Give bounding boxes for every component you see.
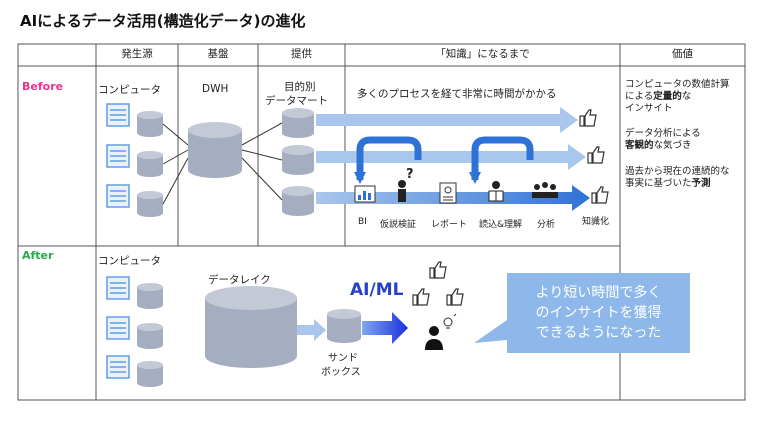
computer-icon (106, 184, 130, 208)
header-platform: 基盤 (207, 48, 229, 60)
reading-person-icon (488, 181, 504, 202)
step-label: レポート (431, 220, 468, 230)
idea-bulb-icon (443, 313, 457, 329)
step-label: 知識化 (582, 217, 610, 227)
header-source: 発生源 (121, 48, 153, 60)
value-block-prediction: 過去から現在の連続的な 事実に基づいた予測 (625, 166, 730, 190)
row-label-before: Before (22, 80, 64, 93)
insight-person-icon (425, 326, 443, 350)
sandbox-label-line1: サンド (328, 353, 358, 364)
value-line: 事実に基づいた予測 (625, 178, 711, 189)
value-block-objective: データ分析による 客観的な気づき (625, 128, 701, 152)
value-line: 客観的な気づき (625, 140, 692, 151)
callout-line: より短い時間で多く (535, 285, 662, 301)
dwh-cylinder (188, 122, 242, 178)
report-icon (439, 182, 457, 204)
dwh-label: DWH (202, 83, 229, 95)
aiml-label: AI/ML (350, 280, 404, 300)
mart-cylinder (282, 145, 314, 175)
bi-chart-icon (354, 185, 376, 203)
page-title: AIによるデータ活用(構造化データ)の進化 (20, 12, 306, 30)
flow-arrow (316, 107, 578, 133)
computer-icon (106, 144, 130, 168)
value-line: コンピュータの数値計算 (625, 79, 730, 90)
meeting-icon (532, 182, 558, 198)
thumbs-up-icon (587, 146, 605, 164)
callout-line: のインサイトを獲得 (535, 305, 662, 321)
mart-label-line2: データマート (265, 95, 328, 107)
source-cylinder (137, 111, 163, 137)
header-provide: 提供 (291, 48, 312, 60)
callout-tail (474, 320, 507, 343)
value-line: による定量的な (625, 91, 692, 102)
loop-arrow (356, 136, 422, 180)
process-note: 多くのプロセスを経て非常に時間がかかる (357, 88, 557, 100)
row-label-after: After (22, 249, 54, 262)
thumbs-up-icon (591, 186, 609, 204)
flow-arrow (316, 144, 586, 170)
value-line: インサイト (625, 103, 673, 114)
source-cylinder (137, 361, 163, 387)
step-label: BI (358, 217, 367, 227)
thinking-person-icon (398, 180, 406, 202)
loop-arrow (471, 136, 534, 180)
source-label: コンピュータ (98, 84, 161, 96)
sandbox-label-line2: ボックス (321, 367, 361, 378)
value-line: 過去から現在の連続的な (625, 166, 730, 177)
source-cylinder (137, 191, 163, 217)
connector-lines (162, 123, 189, 205)
question-mark-icon: ? (406, 167, 414, 182)
header-value: 価値 (672, 48, 693, 60)
computer-icon (106, 316, 130, 340)
loop-arrow-head (469, 172, 481, 184)
source-cylinder (137, 283, 163, 309)
computer-icon (106, 355, 130, 379)
insight-callout: より短い時間で多く のインサイトを獲得 できるようになった (507, 273, 690, 353)
value-line: データ分析による (625, 128, 701, 139)
data-lake-cylinder (205, 286, 297, 368)
thumbs-up-icon (579, 109, 597, 127)
computer-icon (106, 103, 130, 127)
connector-lines (241, 122, 283, 201)
callout-line: できるようになった (535, 325, 662, 341)
loop-arrow-head (354, 172, 366, 184)
mart-cylinder (282, 186, 314, 216)
computer-icon (106, 276, 130, 300)
source-cylinder (137, 151, 163, 177)
step-label: 分析 (537, 220, 556, 230)
thumbs-up-icon (446, 288, 464, 306)
header-knowledge: 「知識」になるまで (435, 48, 530, 60)
source-label: コンピュータ (98, 255, 161, 267)
mart-cylinder (282, 108, 314, 138)
step-label: 仮説検証 (380, 220, 417, 230)
step-label: 読込&理解 (479, 220, 523, 230)
value-block-quantitative: コンピュータの数値計算 による定量的な インサイト (625, 79, 730, 115)
thumbs-up-icon (412, 288, 430, 306)
thumbs-up-icon (429, 261, 447, 279)
flow-arrow (297, 319, 326, 341)
aiml-arrow (362, 312, 408, 344)
mart-label-line1: 目的別 (284, 81, 316, 93)
sandbox-cylinder (327, 309, 361, 343)
source-cylinder (137, 323, 163, 349)
data-lake-label: データレイク (208, 274, 271, 286)
